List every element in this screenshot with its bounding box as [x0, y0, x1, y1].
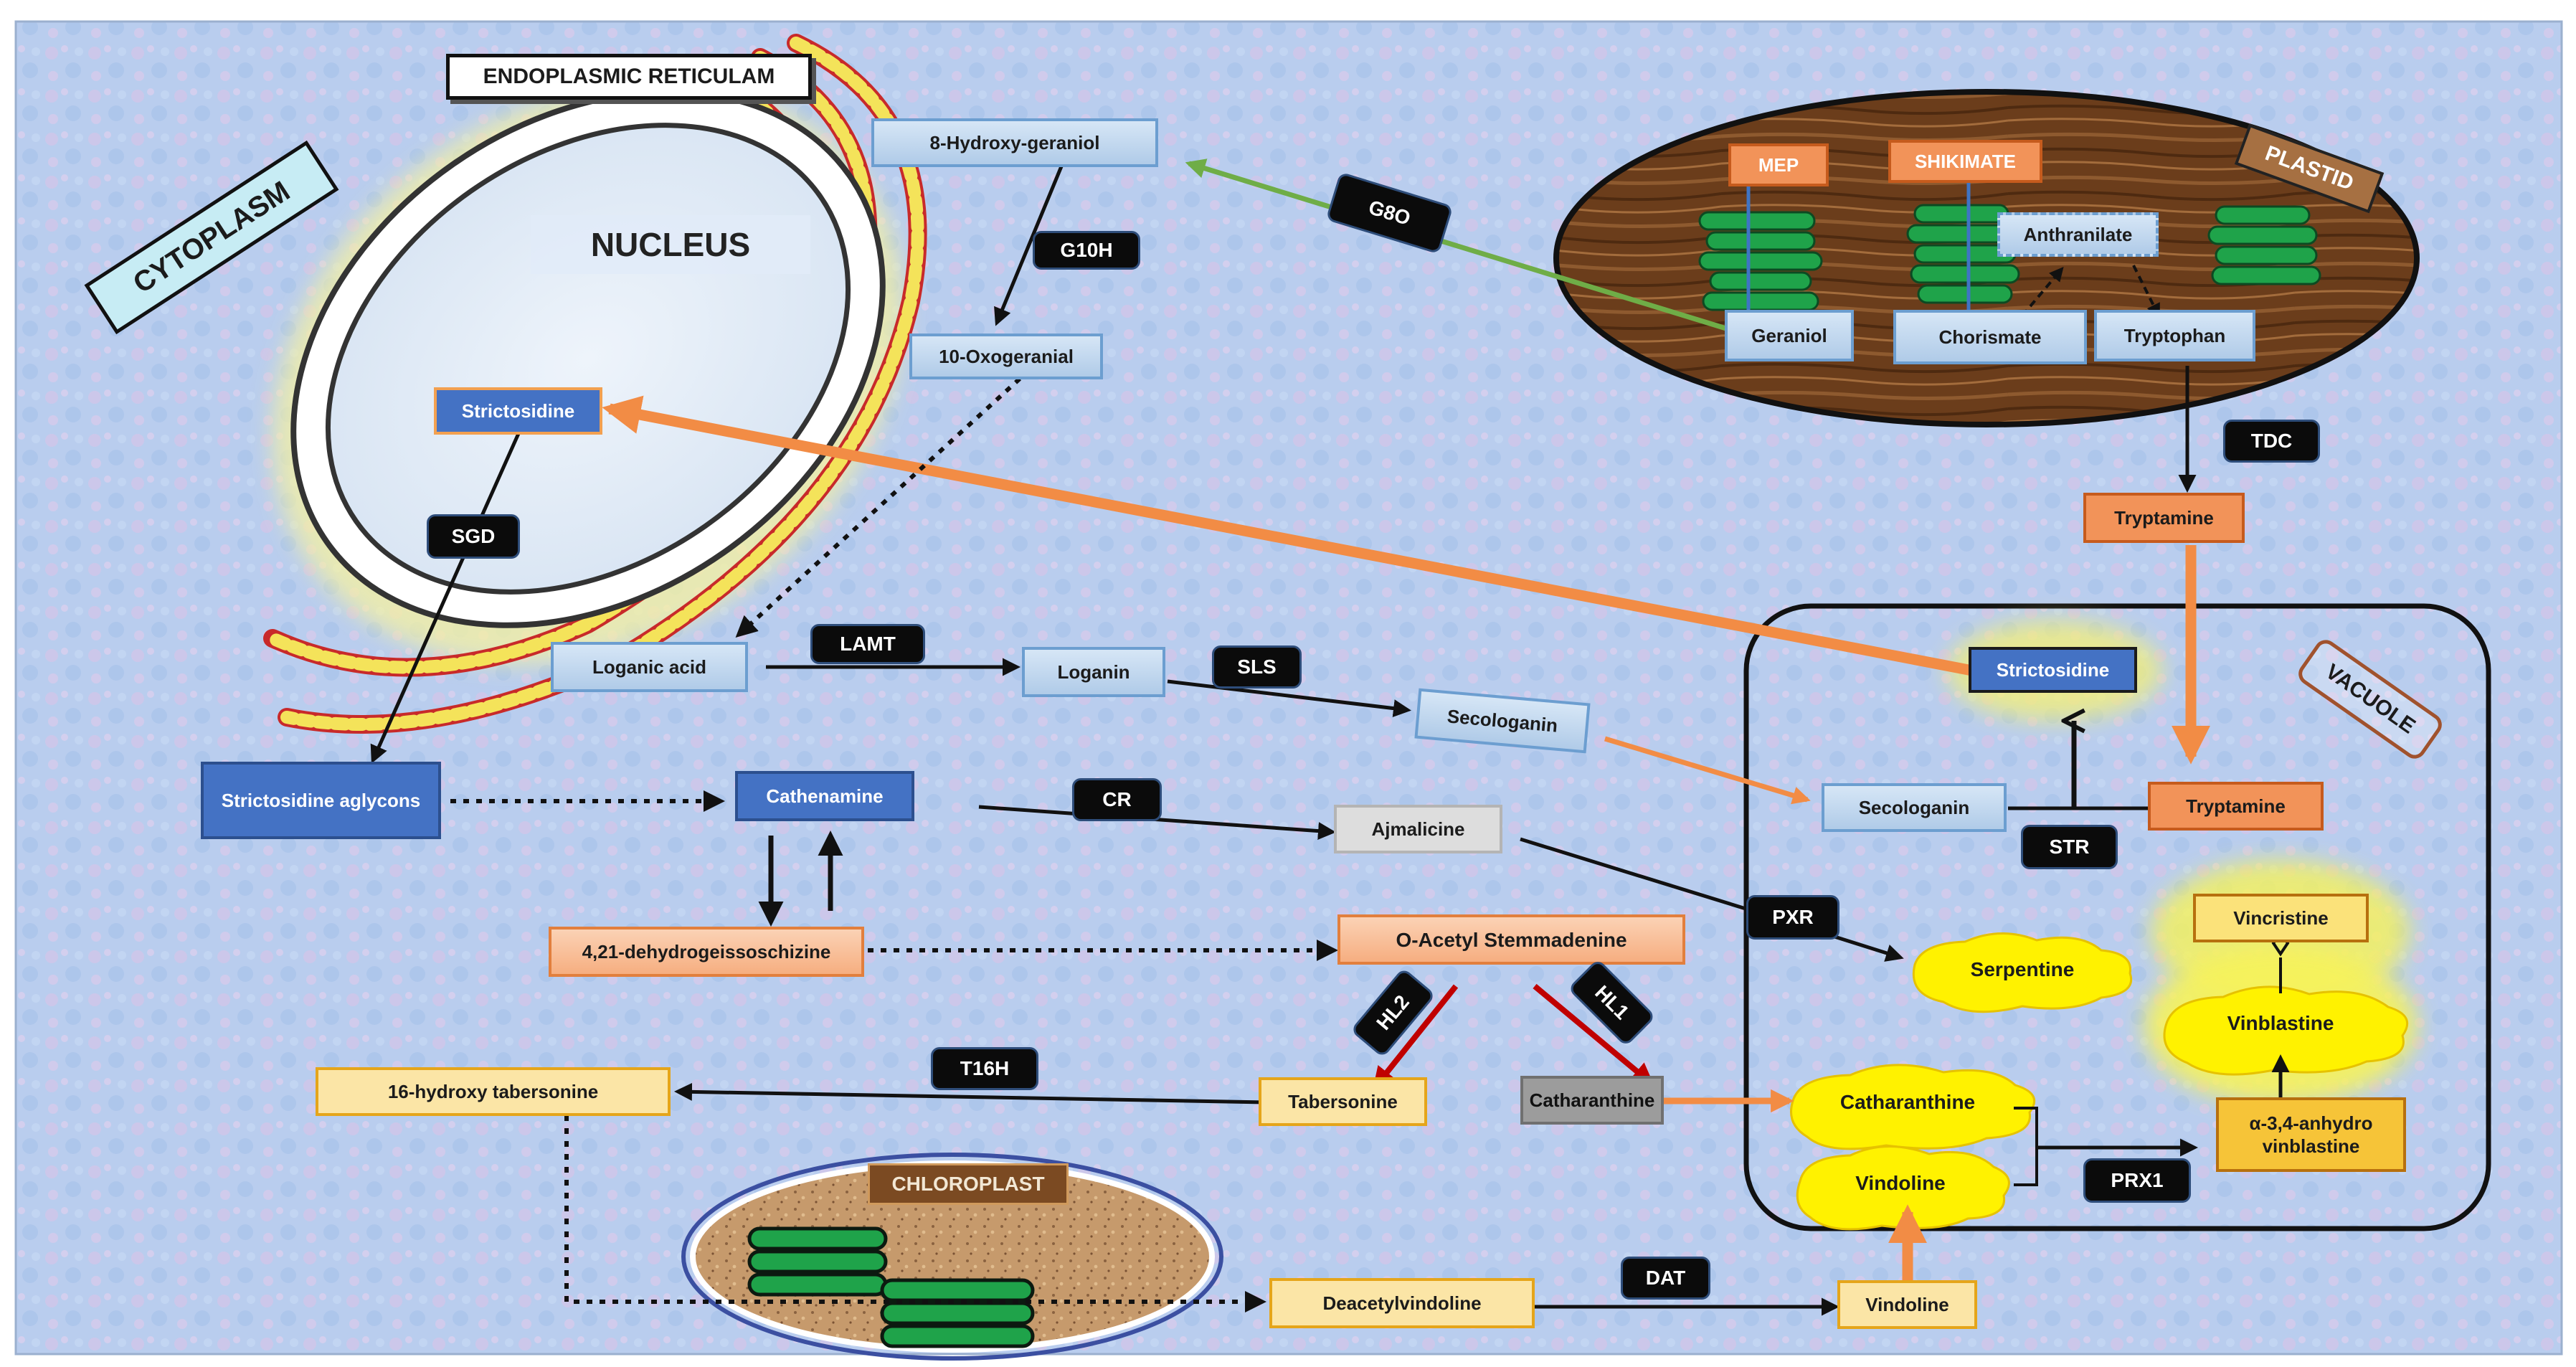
vacuole-secologanin-box: Secologanin: [1822, 783, 2007, 832]
tryptamine-box: Tryptamine: [2083, 493, 2245, 543]
oxogeranial-box: 10-Oxogeranial: [909, 334, 1103, 379]
vinblastine-label: Vinblastine: [2227, 1012, 2334, 1034]
er-label: ENDOPLASMIC RETICULAM: [446, 54, 812, 100]
alkaloid-blobs: [1790, 932, 2409, 1231]
vacuole-catharanthine-label: Catharanthine: [1839, 1091, 1976, 1113]
lamt-enzyme: LAMT: [810, 624, 925, 664]
loganic-acid-box: Loganic acid: [551, 642, 748, 692]
hydroxy-geraniol-box: 8-Hydroxy-geraniol: [871, 118, 1158, 167]
vacuole-vindoline-label: Vindoline: [1855, 1172, 1946, 1194]
dat-enzyme: DAT: [1621, 1257, 1710, 1300]
tdc-enzyme: TDC: [2223, 420, 2320, 463]
hydroxy-tabersonine-box: 16-hydroxy tabersonine: [316, 1067, 671, 1116]
anthranilate-box: Anthranilate: [1997, 212, 2159, 257]
tryptophan-box: Tryptophan: [2094, 310, 2255, 361]
g10h-enzyme: G10H: [1033, 231, 1140, 270]
serpentine-label: Serpentine: [1970, 958, 2075, 980]
shikimate-box: SHIKIMATE: [1888, 140, 2042, 183]
strictosidine-nucleus-box: Strictosidine: [434, 387, 602, 435]
acetyl-stemmadenine-box: O-Acetyl Stemmadenine: [1337, 914, 1685, 965]
ajmalicine-box: Ajmalicine: [1334, 805, 1502, 853]
loganin-box: Loganin: [1022, 647, 1165, 697]
cathenamine-box: Cathenamine: [735, 771, 914, 821]
geraniol-box: Geraniol: [1725, 310, 1854, 361]
catharanthine-box: Catharanthine: [1520, 1076, 1664, 1125]
deacetylvindoline-box: Deacetylvindoline: [1269, 1278, 1535, 1328]
vincristine-box: Vincristine: [2193, 894, 2369, 942]
chloroplast-label: CHLOROPLAST: [868, 1163, 1069, 1205]
vacuole-strictosidine-box: Strictosidine: [1969, 647, 2137, 693]
t16h-enzyme: T16H: [931, 1047, 1038, 1090]
prx1-enzyme: PRX1: [2083, 1158, 2191, 1203]
strictosidine-aglycons-box: Strictosidine aglycons: [201, 762, 441, 839]
chorismate-box: Chorismate: [1893, 310, 2087, 364]
cr-enzyme: CR: [1072, 778, 1162, 821]
tabersonine-box: Tabersonine: [1259, 1077, 1427, 1126]
str-enzyme: STR: [2021, 825, 2118, 869]
sls-enzyme: SLS: [1212, 645, 1302, 689]
anhydrovinblastine-box: α-3,4-anhydro vinblastine: [2216, 1097, 2406, 1172]
sgd-enzyme: SGD: [427, 514, 520, 559]
mep-box: MEP: [1728, 143, 1829, 186]
nucleus-label: NUCLEUS: [531, 215, 810, 274]
dehydrogeissoschizine-box: 4,21-dehydrogeissoschizine: [549, 927, 864, 977]
pxr-enzyme: PXR: [1746, 895, 1839, 940]
vacuole-tryptamine-box: Tryptamine: [2148, 782, 2324, 831]
vindoline-box: Vindoline: [1837, 1280, 1977, 1329]
